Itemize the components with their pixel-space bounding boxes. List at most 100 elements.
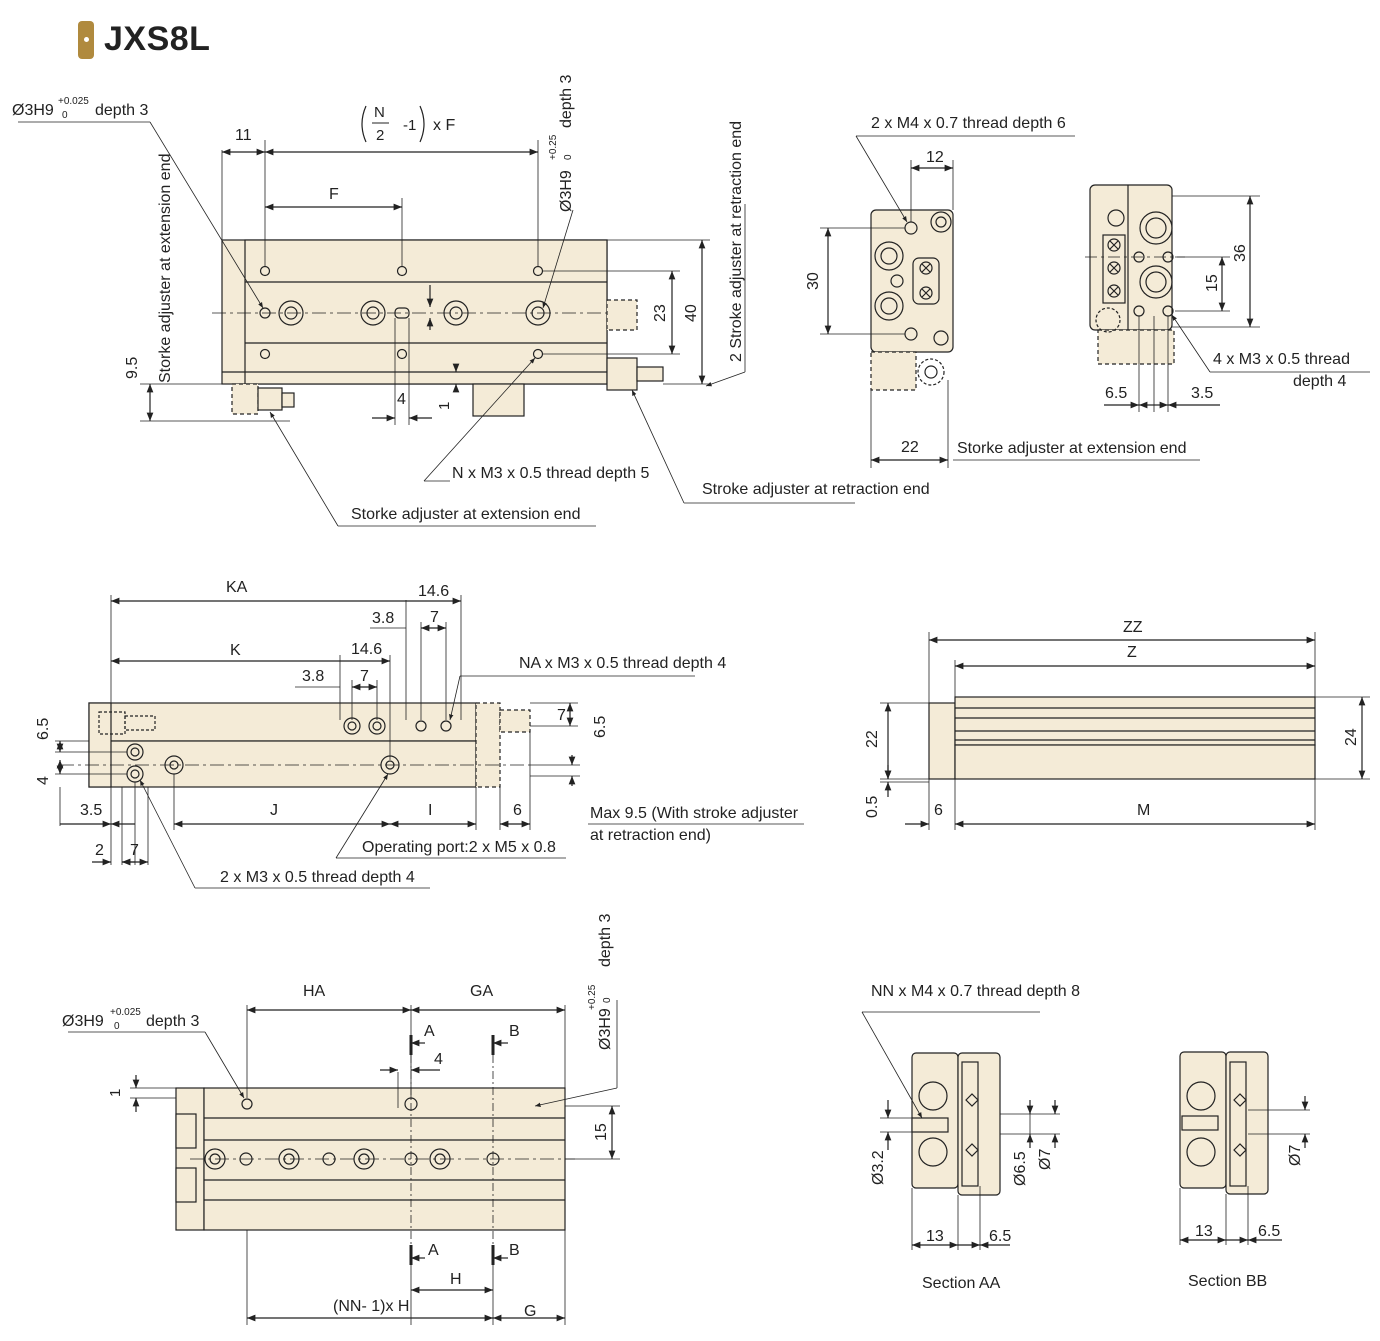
dim-f: F (329, 186, 339, 203)
side-dim-3-5: 3.5 (80, 802, 102, 819)
dim-23: 23 (652, 304, 669, 322)
section-aa-dim-6-5b: 6.5 (989, 1228, 1011, 1245)
end-view-left-labels: 2 x M4 x 0.7 thread depth 6 12 30 22 Sto… (805, 115, 1186, 457)
vertical-label-left: Storke adjuster at extension end (157, 154, 174, 383)
section-aa-label: Section AA (922, 1275, 1001, 1292)
formula-2: 2 (376, 127, 384, 144)
end-left-callout: 2 x M4 x 0.7 thread depth 6 (871, 115, 1066, 132)
section-bb (1179, 1051, 1310, 1245)
section-bb-dim-6-5: 6.5 (1258, 1223, 1280, 1240)
bottom-view (68, 1000, 620, 1325)
mount-hole (259, 348, 271, 360)
end-dim-22: 22 (901, 439, 919, 456)
bottom-dim-nn: (NN- 1)x H (333, 1298, 409, 1315)
end-view-right (1085, 184, 1370, 412)
right-hole-depth: depth 3 (558, 75, 575, 128)
dim-4: 4 (397, 391, 406, 408)
section-aa-dim-13: 13 (926, 1228, 944, 1245)
section-b-top: B (509, 1023, 520, 1040)
section-aa-dim-6-5: Ø6.5 (1012, 1151, 1029, 1186)
front-dim-m: M (1137, 802, 1150, 819)
side-dim-14-6a: 14.6 (418, 583, 449, 600)
right-hole-main: Ø3H9 (558, 170, 575, 212)
side-view-labels: KA 14.6 3.8 7 K 14.6 3.8 7 NA x M3 x 0.5… (35, 579, 799, 886)
end-right-callout-2: depth 4 (1293, 373, 1346, 390)
section-bb-label: Section BB (1188, 1273, 1267, 1290)
dim-1: 1 (436, 402, 453, 410)
bottom-dim-1: 1 (107, 1089, 124, 1097)
vertical-label-right: 2 Stroke adjuster at retraction end (728, 121, 745, 362)
side-callout-thread: 2 x M3 x 0.5 thread depth 4 (220, 869, 415, 886)
end-right-dim-36: 36 (1232, 244, 1249, 262)
bottom-hole-depth: depth 3 (146, 1013, 199, 1030)
section-aa-callout: NN x M4 x 0.7 thread depth 8 (871, 983, 1080, 1000)
side-callout-port: Operating port:2 x M5 x 0.8 (362, 839, 556, 856)
side-dim-j: J (270, 802, 278, 819)
section-b-bottom: B (509, 1242, 520, 1259)
side-callout-max-1: Max 9.5 (With stroke adjuster (590, 805, 799, 822)
front-dim-24: 24 (1343, 728, 1360, 746)
title-marker-icon (78, 20, 94, 59)
end-right-dim-15: 15 (1204, 274, 1221, 292)
side-dim-6-5-left: 6.5 (35, 718, 52, 740)
side-dim-7-right: 7 (557, 707, 566, 724)
front-dim-6: 6 (934, 802, 943, 819)
side-callout-na: NA x M3 x 0.5 thread depth 4 (519, 655, 726, 672)
bottom-view-labels: HA GA Ø3H9 +0.025 0 depth 3 Ø3H9 +0.25 0… (62, 914, 614, 1320)
formula-rest: -1 (403, 117, 416, 134)
bottom-dim-g: G (524, 1303, 536, 1320)
end-right-dim-6-5: 6.5 (1105, 385, 1127, 402)
mount-hole (259, 265, 271, 277)
bottom-right-hole-tol-upper: +0.25 (587, 984, 598, 1010)
side-dim-14-6b: 14.6 (351, 641, 382, 658)
side-dim-ka: KA (226, 579, 248, 596)
end-dim-12: 12 (926, 149, 944, 166)
bottom-hole-tol-lower: 0 (114, 1021, 120, 1032)
formula-n: N (374, 104, 385, 121)
bottom-right-hole-depth: depth 3 (597, 914, 614, 967)
title-block: JXS8L (78, 20, 210, 59)
bottom-right-hole-tol-lower: 0 (602, 997, 613, 1003)
front-dim-zz: ZZ (1123, 619, 1143, 636)
top-view (18, 121, 855, 527)
side-dim-3-8a: 3.8 (372, 610, 394, 627)
formula-xf: x F (433, 117, 455, 134)
section-aa-dim-3-2: Ø3.2 (870, 1150, 887, 1185)
bottom-dim-4: 4 (434, 1051, 443, 1068)
page-title: JXS8L (104, 20, 211, 58)
section-a-bottom: A (428, 1242, 439, 1259)
top-hole-ref-main: Ø3H9 (12, 102, 54, 119)
bottom-dim-h: H (450, 1271, 462, 1288)
mount-hole (532, 348, 544, 360)
side-dim-6-5-right: 6.5 (592, 716, 609, 738)
dim-11: 11 (235, 127, 252, 144)
bottom-hole-tol-upper: +0.025 (110, 1007, 141, 1018)
top-hole-ref-tol-upper: +0.025 (58, 96, 89, 107)
side-dim-i: I (428, 802, 432, 819)
front-dim-0-5: 0.5 (864, 796, 881, 818)
side-view (55, 595, 804, 889)
end-left-extension: Storke adjuster at extension end (957, 440, 1186, 457)
bottom-hole-main: Ø3H9 (62, 1013, 104, 1030)
bottom-dim-ha: HA (303, 983, 326, 1000)
section-bb-labels: Ø7 13 6.5 Section BB (1188, 1145, 1304, 1290)
side-dim-k: K (230, 642, 241, 659)
section-bb-dim-13: 13 (1195, 1223, 1213, 1240)
end-view-left (820, 135, 1200, 468)
side-dim-4-left: 4 (35, 776, 52, 785)
end-right-dim-3-5: 3.5 (1191, 385, 1213, 402)
side-dim-7a: 7 (430, 609, 439, 626)
side-callout-max-2: at retraction end) (590, 827, 711, 844)
callout-retraction: Stroke adjuster at retraction end (702, 481, 930, 498)
right-hole-tol-lower: 0 (563, 154, 574, 160)
top-hole-ref-tol-lower: 0 (62, 110, 68, 121)
front-view (880, 632, 1370, 830)
side-dim-7-bottom: 7 (130, 842, 139, 859)
section-a-top: A (424, 1023, 435, 1040)
bottom-right-hole-main: Ø3H9 (597, 1008, 614, 1050)
section-aa-dim-7: Ø7 (1037, 1149, 1054, 1170)
top-hole-ref-depth: depth 3 (95, 102, 148, 119)
side-dim-3-8b: 3.8 (302, 668, 324, 685)
side-dim-6: 6 (513, 802, 522, 819)
mount-hole (396, 265, 408, 277)
